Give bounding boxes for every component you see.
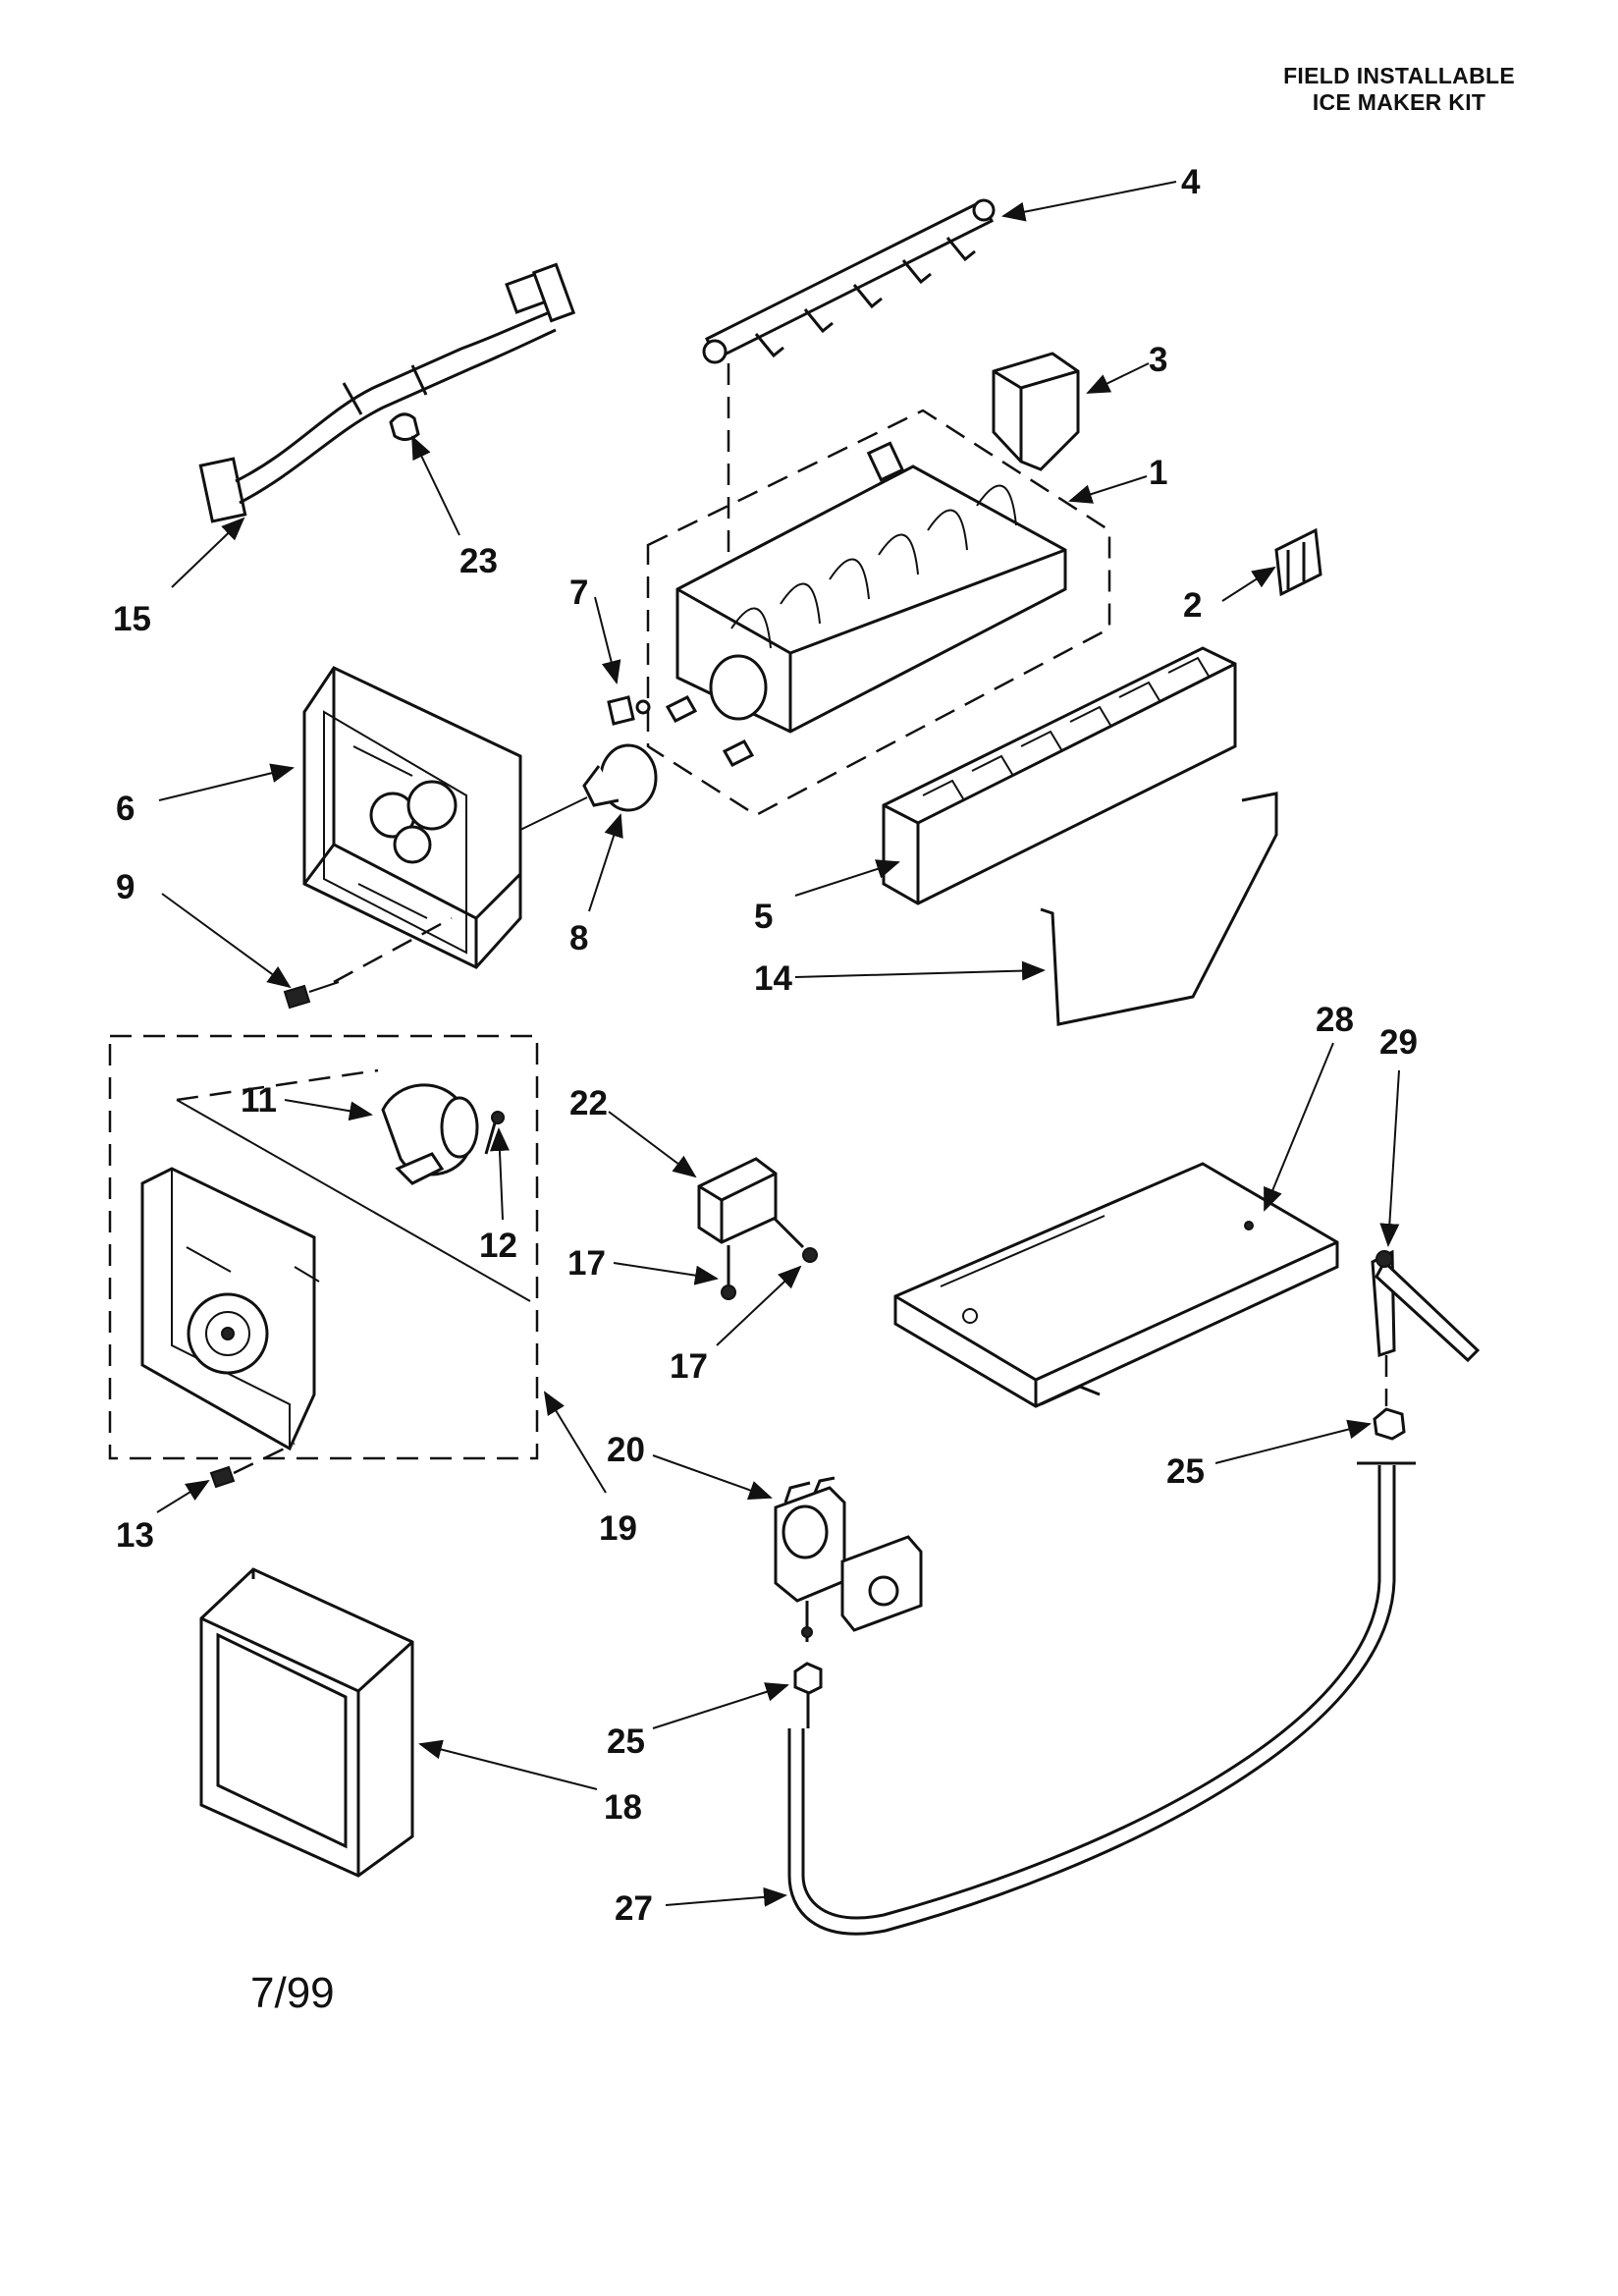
callout-15: 15 xyxy=(113,600,151,638)
module-plate xyxy=(140,1167,320,1451)
title-line-2: ICE MAKER KIT xyxy=(1312,89,1486,115)
part-13-screw xyxy=(209,1442,296,1489)
callout-9: 9 xyxy=(116,868,135,906)
callout-4: 4 xyxy=(1181,163,1201,201)
callout-2: 2 xyxy=(1183,586,1202,625)
part-23-clip xyxy=(389,412,420,441)
callout-22: 22 xyxy=(569,1084,608,1122)
part-7-screw xyxy=(607,695,651,726)
part-19-module-kit xyxy=(108,1034,539,1460)
part-20-water-valve xyxy=(774,1476,923,1642)
callout-27: 27 xyxy=(615,1889,653,1928)
callout-19: 19 xyxy=(599,1509,637,1548)
part-5-stripper xyxy=(882,646,1237,905)
callout-6: 6 xyxy=(116,790,135,828)
part-15-wire-harness xyxy=(198,262,576,523)
part-9-screw xyxy=(283,916,453,1010)
part-18-ice-bin xyxy=(199,1567,414,1878)
callout-13: 13 xyxy=(116,1516,154,1555)
callout-28: 28 xyxy=(1316,1001,1354,1039)
part-1-ice-mold xyxy=(646,409,1111,817)
diagram-title: FIELD INSTALLABLE ICE MAKER KIT xyxy=(1283,63,1515,116)
revision-date: 7/99 xyxy=(250,1969,335,2017)
callout-25-upper: 25 xyxy=(1166,1452,1205,1491)
callout-labels: 4 3 1 2 15 23 7 6 9 8 5 14 28 29 11 22 1… xyxy=(113,163,1418,1928)
callout-5: 5 xyxy=(754,898,773,936)
part-2-clip xyxy=(1274,527,1322,597)
callout-12: 12 xyxy=(479,1227,517,1265)
part-17-screw-b xyxy=(772,1216,818,1263)
callout-23: 23 xyxy=(459,542,498,580)
leader-lines xyxy=(156,181,1400,1907)
callout-18: 18 xyxy=(604,1788,642,1827)
part-22-cover xyxy=(697,1157,778,1244)
callout-11: 11 xyxy=(241,1081,277,1120)
callout-7: 7 xyxy=(569,574,588,612)
part-25-nut-lower xyxy=(793,1662,823,1728)
part-17-screw-a xyxy=(721,1245,736,1300)
callout-29: 29 xyxy=(1379,1023,1418,1062)
callout-25-lower: 25 xyxy=(607,1722,645,1761)
callout-3: 3 xyxy=(1149,341,1167,379)
part-14-shutoff-arm xyxy=(1040,792,1278,1026)
part-4-ejector xyxy=(702,198,996,707)
callout-17-b: 17 xyxy=(670,1347,708,1386)
part-29-fitting xyxy=(1371,1249,1481,1406)
part-28-mounting-plate xyxy=(893,1162,1339,1408)
callout-17-a: 17 xyxy=(567,1244,606,1283)
callout-14: 14 xyxy=(754,959,792,998)
callout-20: 20 xyxy=(607,1431,645,1469)
part-3-cover xyxy=(992,352,1080,471)
part-12-screw xyxy=(484,1111,505,1155)
part-27-water-tube xyxy=(787,1465,1396,1936)
callout-8: 8 xyxy=(569,919,588,957)
part-25-nut-upper xyxy=(1357,1407,1416,1465)
part-11-motor xyxy=(381,1083,479,1185)
part-8-thermostat xyxy=(519,743,658,831)
part-6-housing xyxy=(302,666,522,969)
title-line-1: FIELD INSTALLABLE xyxy=(1283,63,1515,88)
callout-1: 1 xyxy=(1149,454,1167,492)
